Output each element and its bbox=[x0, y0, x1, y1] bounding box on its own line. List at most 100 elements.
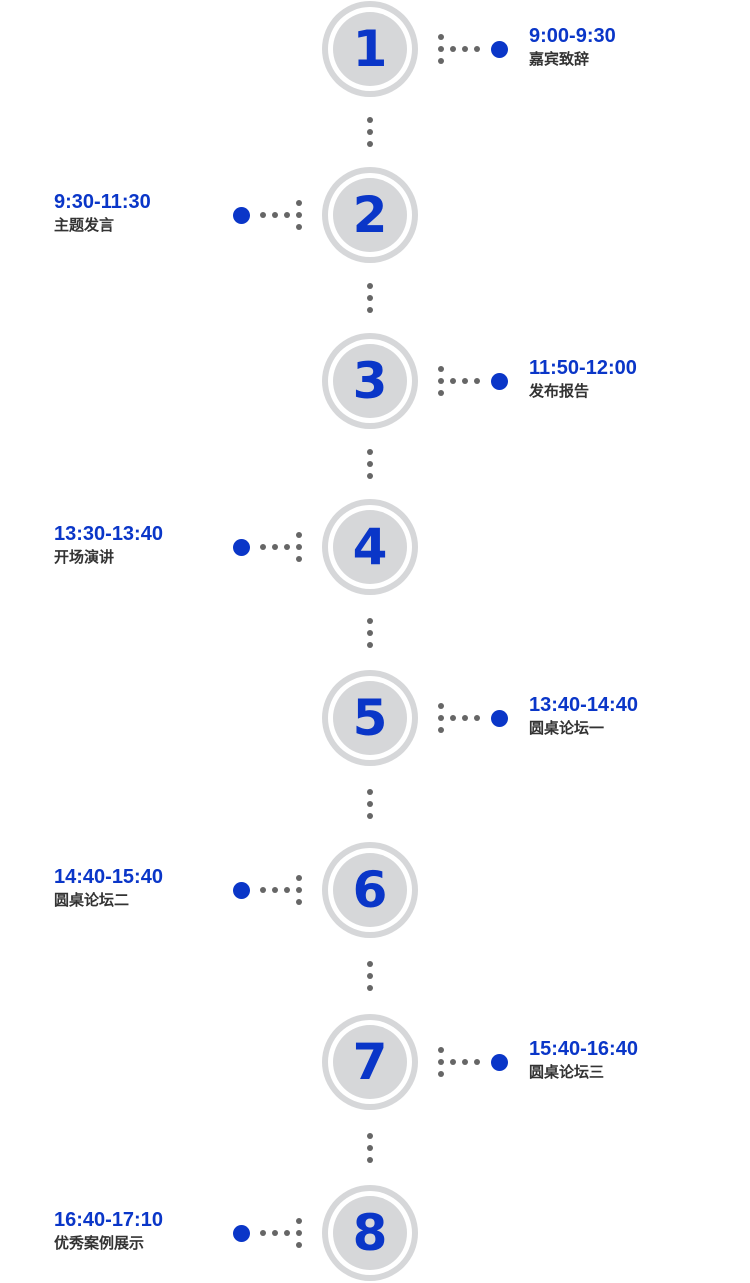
connector-dot bbox=[438, 46, 444, 52]
session-title: 优秀案例展示 bbox=[54, 1235, 145, 1252]
step-number: 8 bbox=[333, 1196, 407, 1270]
agenda-entry: 13:40-14:40 圆桌论坛一 bbox=[529, 693, 638, 739]
connector-dot bbox=[462, 46, 468, 52]
marker-dot bbox=[490, 1053, 508, 1071]
step-number: 5 bbox=[333, 681, 407, 755]
connector-dot bbox=[296, 1242, 302, 1248]
step-node-2: 2 bbox=[322, 167, 418, 263]
connector-dot bbox=[296, 556, 302, 562]
connector-dot bbox=[450, 715, 456, 721]
time-range: 11:50-12:00 bbox=[529, 357, 637, 379]
step-number: 3 bbox=[333, 344, 407, 418]
marker-dot bbox=[490, 40, 508, 58]
vertical-connector-dot bbox=[367, 985, 373, 991]
connector-dot bbox=[296, 1230, 302, 1236]
session-title: 嘉宾致辞 bbox=[529, 51, 590, 68]
connector-dot bbox=[260, 212, 266, 218]
connector-dot bbox=[462, 1059, 468, 1065]
connector-dot bbox=[284, 544, 290, 550]
time-range: 14:40-15:40 bbox=[54, 866, 163, 888]
connector-dot bbox=[284, 212, 290, 218]
vertical-connector-dot bbox=[367, 473, 373, 479]
vertical-connector-dot bbox=[367, 629, 373, 636]
connector-dot bbox=[438, 1059, 444, 1065]
marker-dot bbox=[232, 1224, 250, 1242]
session-title: 圆桌论坛二 bbox=[54, 892, 130, 909]
connector-dot bbox=[272, 212, 278, 218]
marker-dot bbox=[232, 881, 250, 899]
step-node-3: 3 bbox=[322, 333, 418, 429]
time-range: 16:40-17:10 bbox=[54, 1209, 163, 1231]
vertical-connector-dot bbox=[367, 307, 373, 313]
marker-dot bbox=[490, 709, 508, 727]
connector-dot bbox=[296, 1218, 302, 1224]
connector-dot bbox=[296, 212, 302, 218]
connector-dot bbox=[438, 390, 444, 396]
connector-dot bbox=[450, 378, 456, 384]
step-node-6: 6 bbox=[322, 842, 418, 938]
connector-dot bbox=[296, 224, 302, 230]
vertical-connector-dot bbox=[367, 813, 373, 819]
connector-dot bbox=[438, 1071, 444, 1077]
vertical-connector-dot bbox=[367, 117, 373, 123]
connector-dot bbox=[438, 715, 444, 721]
step-node-1: 1 bbox=[322, 1, 418, 97]
vertical-connector-dot bbox=[367, 801, 373, 807]
connector-dot bbox=[272, 1230, 278, 1236]
step-node-5: 5 bbox=[322, 670, 418, 766]
connector-dot bbox=[450, 1059, 456, 1065]
connector-dot bbox=[296, 544, 302, 550]
time-range: 13:40-14:40 bbox=[529, 694, 638, 716]
connector-dot bbox=[474, 1059, 480, 1065]
connector-dot bbox=[272, 887, 278, 893]
connector-dot bbox=[284, 1230, 290, 1236]
connector-dot bbox=[296, 899, 302, 905]
vertical-connector-dot bbox=[367, 461, 373, 467]
agenda-entry: 14:40-15:40 圆桌论坛二 bbox=[54, 865, 163, 911]
connector-dot bbox=[284, 887, 290, 893]
vertical-connector-dot bbox=[367, 141, 373, 147]
time-range: 9:30-11:30 bbox=[54, 191, 151, 213]
vertical-connector-dot bbox=[367, 1156, 373, 1163]
agenda-entry: 16:40-17:10 优秀案例展示 bbox=[54, 1208, 163, 1254]
connector-dot bbox=[450, 46, 456, 52]
vertical-connector-dot bbox=[367, 449, 373, 455]
time-range: 13:30-13:40 bbox=[54, 523, 163, 545]
connector-dot bbox=[272, 544, 278, 550]
time-range: 15:40-16:40 bbox=[529, 1038, 638, 1060]
session-title: 圆桌论坛一 bbox=[529, 720, 605, 737]
step-number: 1 bbox=[333, 12, 407, 86]
connector-dot bbox=[438, 58, 444, 64]
vertical-connector-dot bbox=[367, 641, 373, 648]
step-number: 2 bbox=[333, 178, 407, 252]
marker-dot bbox=[232, 206, 250, 224]
vertical-connector-dot bbox=[367, 1144, 373, 1151]
vertical-connector-dot bbox=[367, 617, 373, 624]
connector-dot bbox=[474, 715, 480, 721]
connector-dot bbox=[474, 378, 480, 384]
connector-dot bbox=[438, 1047, 444, 1053]
session-title: 圆桌论坛三 bbox=[529, 1064, 605, 1081]
vertical-connector-dot bbox=[367, 789, 373, 795]
vertical-connector-dot bbox=[367, 129, 373, 135]
marker-dot bbox=[490, 372, 508, 390]
connector-dot bbox=[474, 46, 480, 52]
step-node-8: 8 bbox=[322, 1185, 418, 1281]
connector-dot bbox=[438, 727, 444, 733]
connector-dot bbox=[438, 34, 444, 40]
connector-dot bbox=[260, 1230, 266, 1236]
step-node-4: 4 bbox=[322, 499, 418, 595]
connector-dot bbox=[462, 378, 468, 384]
connector-dot bbox=[438, 366, 444, 372]
step-number: 7 bbox=[333, 1025, 407, 1099]
connector-dot bbox=[438, 378, 444, 384]
step-node-7: 7 bbox=[322, 1014, 418, 1110]
session-title: 主题发言 bbox=[54, 217, 115, 234]
connector-dot bbox=[296, 200, 302, 206]
vertical-connector-dot bbox=[367, 961, 373, 967]
connector-dot bbox=[438, 703, 444, 709]
connector-dot bbox=[296, 887, 302, 893]
